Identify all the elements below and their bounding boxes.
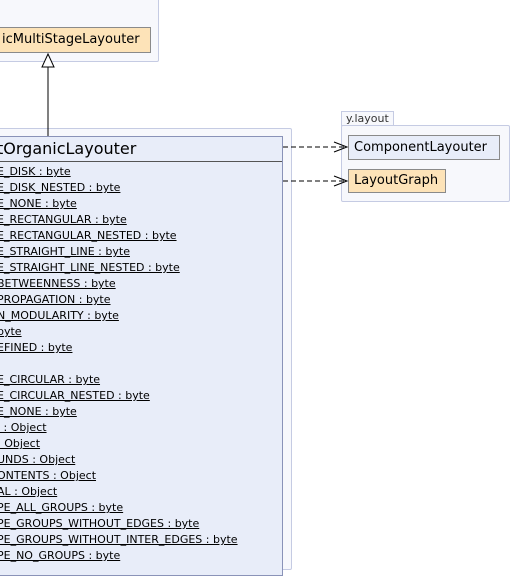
field-item: E_STRAIGHT_LINE_NESTED : byte — [0, 261, 180, 274]
field-item: BETWEENNESS : byte — [0, 277, 116, 290]
field-item: UNDS : Object — [0, 453, 76, 466]
field-item: ONTENTS : Object — [0, 469, 97, 482]
field-item: EFINED : byte — [0, 341, 73, 354]
class-layout-graph-label: LayoutGraph — [354, 173, 439, 188]
field-item: ' : Object — [0, 421, 47, 434]
field-item: : Object — [0, 437, 41, 450]
field-item: E_DISK_NESTED : byte — [0, 181, 121, 194]
field-item: PROPAGATION : byte — [0, 293, 111, 306]
class-organic-layouter-title: tOrganicLayouter — [0, 137, 282, 162]
field-list: E_DISK : byte E_DISK_NESTED : byte E_NON… — [0, 162, 282, 564]
field-item: E_RECTANGULAR : byte — [0, 213, 127, 226]
class-component-layouter-label: ComponentLayouter — [354, 140, 488, 155]
connector-layer — [41, 52, 349, 187]
field-item: E_NONE : byte — [0, 197, 77, 210]
class-multistage-layouter-label: icMultiStageLayouter — [2, 32, 140, 47]
class-organic-layouter[interactable]: tOrganicLayouter E_DISK : byte E_DISK_NE… — [0, 136, 283, 576]
field-item: E_STRAIGHT_LINE : byte — [0, 245, 130, 258]
field-item: N_MODULARITY : byte — [0, 309, 119, 322]
package-ylayout-tab: y.layout — [341, 111, 394, 126]
class-multistage-layouter[interactable]: icMultiStageLayouter — [0, 27, 151, 53]
field-item: E_RECTANGULAR_NESTED : byte — [0, 229, 177, 242]
field-item: E_CIRCULAR_NESTED : byte — [0, 389, 150, 402]
field-item: E_DISK : byte — [0, 165, 71, 178]
field-item: E_NONE : byte — [0, 405, 77, 418]
inheritance-arrowhead — [41, 52, 55, 68]
dependency-arrowhead-component-layouter — [333, 141, 349, 153]
field-item: PE_GROUPS_WITHOUT_EDGES : byte — [0, 517, 200, 530]
field-item: AL : Object — [0, 485, 58, 498]
field-item: PE_GROUPS_WITHOUT_INTER_EDGES : byte — [0, 533, 238, 546]
class-layout-graph[interactable]: LayoutGraph — [348, 169, 446, 193]
dependency-arrowhead-layout-graph — [333, 175, 349, 187]
field-item: byte — [0, 325, 22, 338]
class-component-layouter[interactable]: ComponentLayouter — [348, 135, 500, 160]
field-item: E_CIRCULAR : byte — [0, 373, 101, 386]
field-item: PE_ALL_GROUPS : byte — [0, 501, 124, 514]
package-ylayout-name: y.layout — [346, 112, 389, 125]
